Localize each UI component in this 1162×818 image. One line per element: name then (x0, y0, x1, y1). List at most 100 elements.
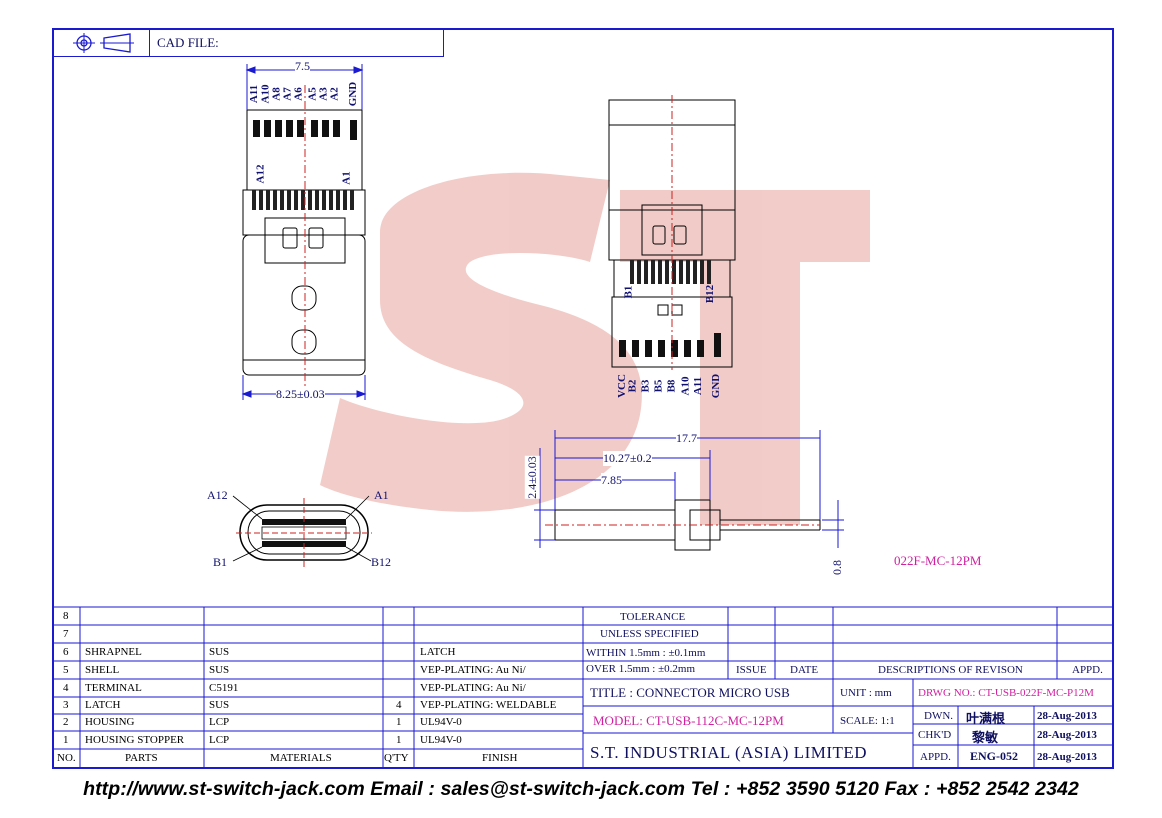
bom-header-materials: MATERIALS (270, 752, 332, 764)
mid-pins (252, 190, 354, 210)
end-label-a1: A1 (374, 488, 389, 502)
end-label-b1: B1 (213, 555, 228, 569)
tolerance-label: TOLERANCE (620, 611, 686, 623)
bom-row-no: 3 (63, 699, 69, 711)
profile-view (545, 499, 821, 551)
label-b12: B12 (704, 284, 717, 304)
bottom-pin-label: A10 (679, 376, 692, 396)
bottom-pin-label: GND (710, 373, 723, 399)
bom-finish: VEP-PLATING: WELDABLE (420, 699, 557, 711)
dim-7-85: 7.85 (601, 473, 622, 488)
bottom-pin-label: B2 (626, 379, 639, 393)
bom-material: SUS (209, 646, 230, 658)
bom-header-qty: Q'TY (384, 752, 409, 764)
appd-name: ENG-052 (970, 749, 1018, 763)
contact-footer: http://www.st-switch-jack.com Email : sa… (83, 778, 1079, 800)
label-a1: A1 (340, 171, 353, 185)
dim-10-27: 10.27±0.2 (603, 451, 652, 466)
within-label: WITHIN 1.5mm : ±0.1mm (586, 647, 706, 659)
scale-text: SCALE: 1:1 (840, 715, 895, 727)
side-mid-pins (630, 260, 711, 284)
bom-row-no: 7 (63, 628, 69, 640)
bottom-pin-label: B8 (665, 379, 678, 393)
bom-finish: LATCH (420, 646, 456, 658)
bom-row-no: 1 (63, 734, 69, 746)
bom-material: SUS (209, 664, 230, 676)
cad-file-label: CAD FILE: (157, 35, 219, 50)
bom-part: HOUSING STOPPER (85, 734, 185, 746)
third-angle-projection-icon (73, 33, 134, 53)
dwn-name: 叶满根 (966, 712, 1006, 727)
bom-material: LCP (209, 734, 230, 746)
chkd-date: 28-Aug-2013 (1037, 729, 1097, 741)
bom-material: C5191 (209, 682, 239, 694)
end-view (232, 495, 372, 568)
bottom-pin-label: A11 (692, 376, 705, 396)
title-text: TITLE : CONNECTOR MICRO USB (590, 685, 790, 700)
bom-row-no: 4 (63, 682, 69, 694)
top-pin-label: GND (347, 81, 360, 107)
appd-date: 28-Aug-2013 (1037, 751, 1097, 763)
bom-part: HOUSING (85, 716, 135, 728)
top-pins (253, 120, 357, 140)
bom-qty: 1 (396, 716, 402, 728)
bottom-pin-label: B5 (652, 379, 665, 393)
bom-grid (52, 606, 1113, 767)
bom-part: SHRAPNEL (85, 646, 142, 658)
bom-row-no: 6 (63, 646, 69, 658)
dim-0-8: 0.8 (830, 560, 844, 575)
dwn-label: DWN. (924, 710, 954, 722)
issue-label: ISSUE (736, 664, 767, 676)
top-pin-label: A2 (328, 87, 341, 101)
dim-17-7: 17.7 (676, 431, 697, 446)
st-watermark (320, 172, 870, 525)
bom-qty: 4 (396, 699, 402, 711)
bom-part: TERMINAL (85, 682, 142, 694)
dwn-date: 28-Aug-2013 (1037, 710, 1097, 722)
bom-qty: 1 (396, 734, 402, 746)
bom-row-no: 2 (63, 716, 69, 728)
bom-part: LATCH (85, 699, 121, 711)
unit-text: UNIT : mm (840, 687, 892, 699)
bom-finish: UL94V-0 (420, 734, 462, 746)
model-text: MODEL: CT-USB-112C-MC-12PM (593, 713, 784, 728)
dim-7-5: 7.5 (295, 59, 310, 74)
front-view-plug (242, 109, 366, 376)
projection-symbol (54, 30, 150, 56)
part-code: 022F-MC-12PM (894, 553, 982, 568)
end-label-a12: A12 (207, 488, 228, 502)
appd-label: APPD. (920, 751, 951, 763)
date-label: DATE (790, 664, 819, 676)
top-pin-label: A11 (248, 84, 261, 104)
chkd-name: 黎敏 (972, 731, 999, 746)
bom-row-no: 5 (63, 664, 69, 676)
side-bottom-pins (619, 333, 721, 357)
bom-header-no: NO. (57, 752, 76, 764)
bom-finish: VEP-PLATING: Au Ni/ (420, 682, 526, 694)
appd-col-label: APPD. (1072, 664, 1103, 676)
drawing-frame: CAD FILE: (52, 28, 1114, 769)
bom-header-parts: PARTS (125, 752, 158, 764)
drwg-no: DRWG NO.: CT-USB-022F-MC-P12M (918, 687, 1094, 699)
descriptions-label: DESCRIPTIONS OF REVISON (878, 664, 1023, 676)
top-pin-label: A6 (292, 87, 305, 101)
label-b1: B1 (622, 285, 635, 299)
dim-2-4: 2.4±0.03 (524, 456, 540, 499)
company-name: S.T. INDUSTRIAL (ASIA) LIMITED (590, 743, 868, 762)
bom-finish: UL94V-0 (420, 716, 462, 728)
label-a12: A12 (254, 164, 267, 184)
chkd-label: CHK'D (918, 729, 952, 741)
dim-width-8-25: 8.25±0.03 (276, 387, 325, 402)
end-label-b12: B12 (371, 555, 392, 569)
bottom-pin-label: B3 (639, 379, 652, 393)
bom-header-finish: FINISH (482, 752, 518, 764)
bom-material: LCP (209, 716, 230, 728)
bom-row-no: 8 (63, 610, 69, 622)
top-pin-label: A10 (259, 84, 272, 104)
unless-label: UNLESS SPECIFIED (600, 628, 699, 640)
over-label: OVER 1.5mm : ±0.2mm (586, 663, 696, 675)
bom-part: SHELL (85, 664, 120, 676)
bom-material: SUS (209, 699, 230, 711)
cad-file-box: CAD FILE: (54, 30, 444, 57)
